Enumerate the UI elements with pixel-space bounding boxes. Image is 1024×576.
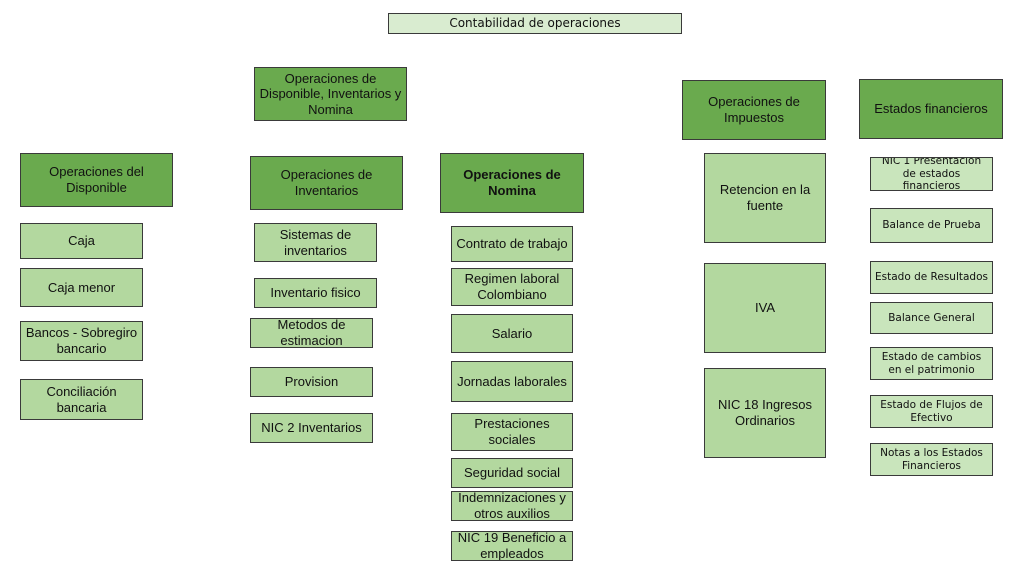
estados-item-flujos-efectivo: Estado de Flujos de Efectivo [870, 395, 993, 428]
disponible-item-conciliacion: Conciliación bancaria [20, 379, 143, 420]
disponible-item-caja-menor: Caja menor [20, 268, 143, 307]
impuestos-item-retencion: Retencion en la fuente [704, 153, 826, 243]
disponible-item-caja: Caja [20, 223, 143, 259]
heading-inventarios: Operaciones de Inventarios [250, 156, 403, 210]
nomina-item-seguridad: Seguridad social [451, 458, 573, 488]
nomina-item-prestaciones: Prestaciones sociales [451, 413, 573, 451]
estados-item-balance-general: Balance General [870, 302, 993, 334]
heading-disponible: Operaciones del Disponible [20, 153, 173, 207]
nomina-item-regimen: Regimen laboral Colombiano [451, 268, 573, 306]
nomina-item-nic19: NIC 19 Beneficio a empleados [451, 531, 573, 561]
estados-item-nic1: NIC 1 Presentacion de estados financiero… [870, 157, 993, 191]
nomina-item-salario: Salario [451, 314, 573, 353]
group-impuestos: Operaciones de Impuestos [682, 80, 826, 140]
estados-item-cambios-patrimonio: Estado de cambios en el patrimonio [870, 347, 993, 380]
group-disponible-inventarios-nomina: Operaciones de Disponible, Inventarios y… [254, 67, 407, 121]
estados-item-notas: Notas a los Estados Financieros [870, 443, 993, 476]
nomina-item-jornadas: Jornadas laborales [451, 361, 573, 402]
group-estados-financieros: Estados financieros [859, 79, 1003, 139]
inventarios-item-provision: Provision [250, 367, 373, 397]
inventarios-item-fisico: Inventario fisico [254, 278, 377, 308]
inventarios-item-nic2: NIC 2 Inventarios [250, 413, 373, 443]
impuestos-item-iva: IVA [704, 263, 826, 353]
estados-item-resultados: Estado de Resultados [870, 261, 993, 294]
disponible-item-bancos: Bancos - Sobregiro bancario [20, 321, 143, 361]
nomina-item-indemnizaciones: Indemnizaciones y otros auxilios [451, 491, 573, 521]
diagram-title: Contabilidad de operaciones [388, 13, 682, 34]
inventarios-item-sistemas: Sistemas de inventarios [254, 223, 377, 262]
heading-nomina: Operaciones de Nomina [440, 153, 584, 213]
impuestos-item-nic18: NIC 18 Ingresos Ordinarios [704, 368, 826, 458]
nomina-item-contrato: Contrato de trabajo [451, 226, 573, 262]
estados-item-balance-prueba: Balance de Prueba [870, 208, 993, 243]
inventarios-item-metodos: Metodos de estimacion [250, 318, 373, 348]
